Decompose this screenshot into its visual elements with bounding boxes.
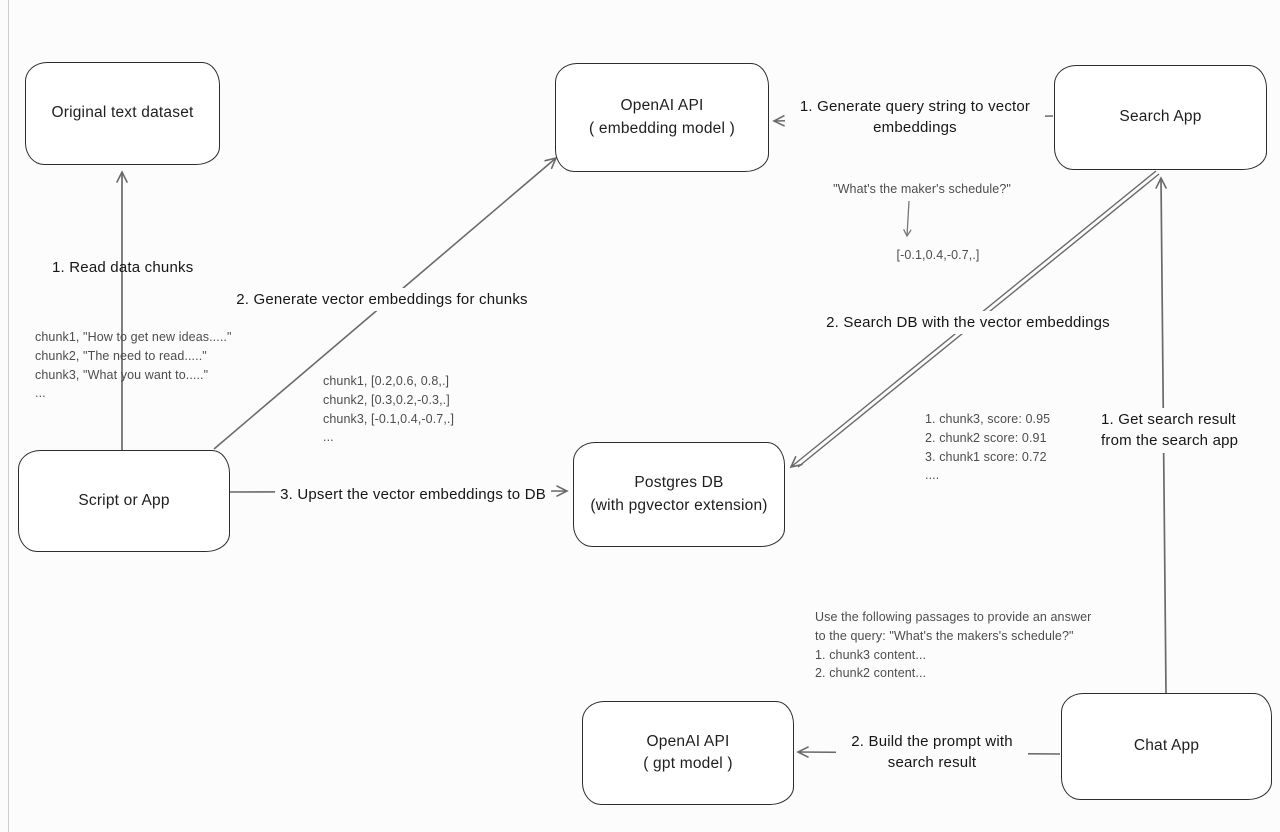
- annotation-line: ...: [323, 430, 334, 445]
- annotation-line: chunk3, [-0.1,0.4,-0.7,.]: [323, 411, 455, 426]
- edge-label-read-data-chunks: 1. Read data chunks: [52, 259, 194, 276]
- edge-label-line: search result: [887, 754, 977, 772]
- annotation-line: chunk3, "What you want to.....": [35, 367, 209, 382]
- edge-label-upsert-to-db: 3. Upsert the vector embeddings to DB: [275, 483, 551, 507]
- annotation-search-scores: 1. chunk3, score: 0.95 2. chunk2 score: …: [925, 410, 1050, 485]
- node-openai-embedding: OpenAI API ( embedding model ): [555, 63, 769, 172]
- canvas-left-border: [8, 0, 9, 832]
- node-sublabel: ( gpt model ): [643, 755, 733, 772]
- edge-label-build-prompt: 2. Build the prompt with search result: [836, 730, 1028, 775]
- node-sublabel: ( embedding model ): [589, 119, 735, 137]
- node-label: Search App: [1119, 108, 1202, 126]
- node-postgres-db: Postgres DB (with pgvector extension): [573, 442, 785, 547]
- annotation-prompt-text: Use the following passages to provide an…: [815, 608, 1091, 683]
- annotation-line: 1. chunk3 content...: [815, 647, 927, 662]
- edge-label-search-db: 2. Search DB with the vector embeddings: [821, 311, 1115, 335]
- annotation-line: to the query: "What's the makers's sched…: [815, 628, 1074, 643]
- edge-label-line: from the search app: [1101, 432, 1239, 450]
- node-openai-gpt: OpenAI API ( gpt model ): [582, 701, 794, 805]
- annotation-query-vector: [-0.1,0.4,-0.7,.]: [896, 248, 980, 262]
- node-label: Script or App: [78, 491, 170, 509]
- annotation-line: ...: [35, 386, 46, 401]
- edge-label-line: 1. Generate query string to vector: [799, 98, 1031, 115]
- node-search-app: Search App: [1054, 65, 1267, 170]
- node-label: Chat App: [1133, 737, 1200, 755]
- annotation-line: ....: [925, 468, 940, 483]
- annotation-line: Use the following passages to provide an…: [815, 610, 1092, 624]
- edge-label-query-to-embeddings: 1. Generate query string to vector embed…: [785, 95, 1045, 140]
- node-label: OpenAI API: [646, 732, 730, 750]
- annotation-line: chunk1, [0.2,0.6, 0.8,.]: [323, 374, 450, 388]
- node-sublabel: (with pgvector extension): [590, 496, 768, 514]
- annotation-line: 1. chunk3, score: 0.95: [925, 412, 1051, 426]
- edge-label-get-search-result: 1. Get search result from the search app: [1096, 408, 1258, 453]
- annotation-line: chunk2, [0.3,0.2,-0.3,.]: [323, 392, 450, 407]
- node-label: Original text dataset: [51, 104, 194, 122]
- node-script-or-app: Script or App: [18, 450, 230, 552]
- edge-label-line: embeddings: [873, 119, 957, 137]
- node-chat-app: Chat App: [1061, 693, 1272, 800]
- annotation-query-text: "What's the maker's schedule?": [833, 182, 1011, 196]
- node-label: Postgres DB: [634, 474, 724, 492]
- annotation-chunk-texts: chunk1, "How to get new ideas....." chun…: [35, 328, 232, 403]
- edge-label-line: 1. Get search result: [1101, 411, 1236, 428]
- annotation-line: 2. chunk2 content...: [815, 666, 927, 681]
- annotation-line: chunk2, "The need to read.....": [35, 348, 207, 363]
- edge-label-line: 2. Build the prompt with: [851, 733, 1013, 750]
- edge-label-generate-embeddings: 2. Generate vector embeddings for chunks: [231, 288, 533, 312]
- node-original-text-dataset: Original text dataset: [25, 62, 220, 165]
- annotation-line: 2. chunk2 score: 0.91: [925, 430, 1047, 445]
- arrow-query-to-vector: [903, 200, 912, 238]
- annotation-chunk-embeddings: chunk1, [0.2,0.6, 0.8,.] chunk2, [0.3,0.…: [323, 372, 454, 447]
- node-label: OpenAI API: [620, 97, 704, 115]
- annotation-line: 3. chunk1 score: 0.72: [925, 449, 1047, 464]
- annotation-line: chunk1, "How to get new ideas.....": [35, 330, 232, 344]
